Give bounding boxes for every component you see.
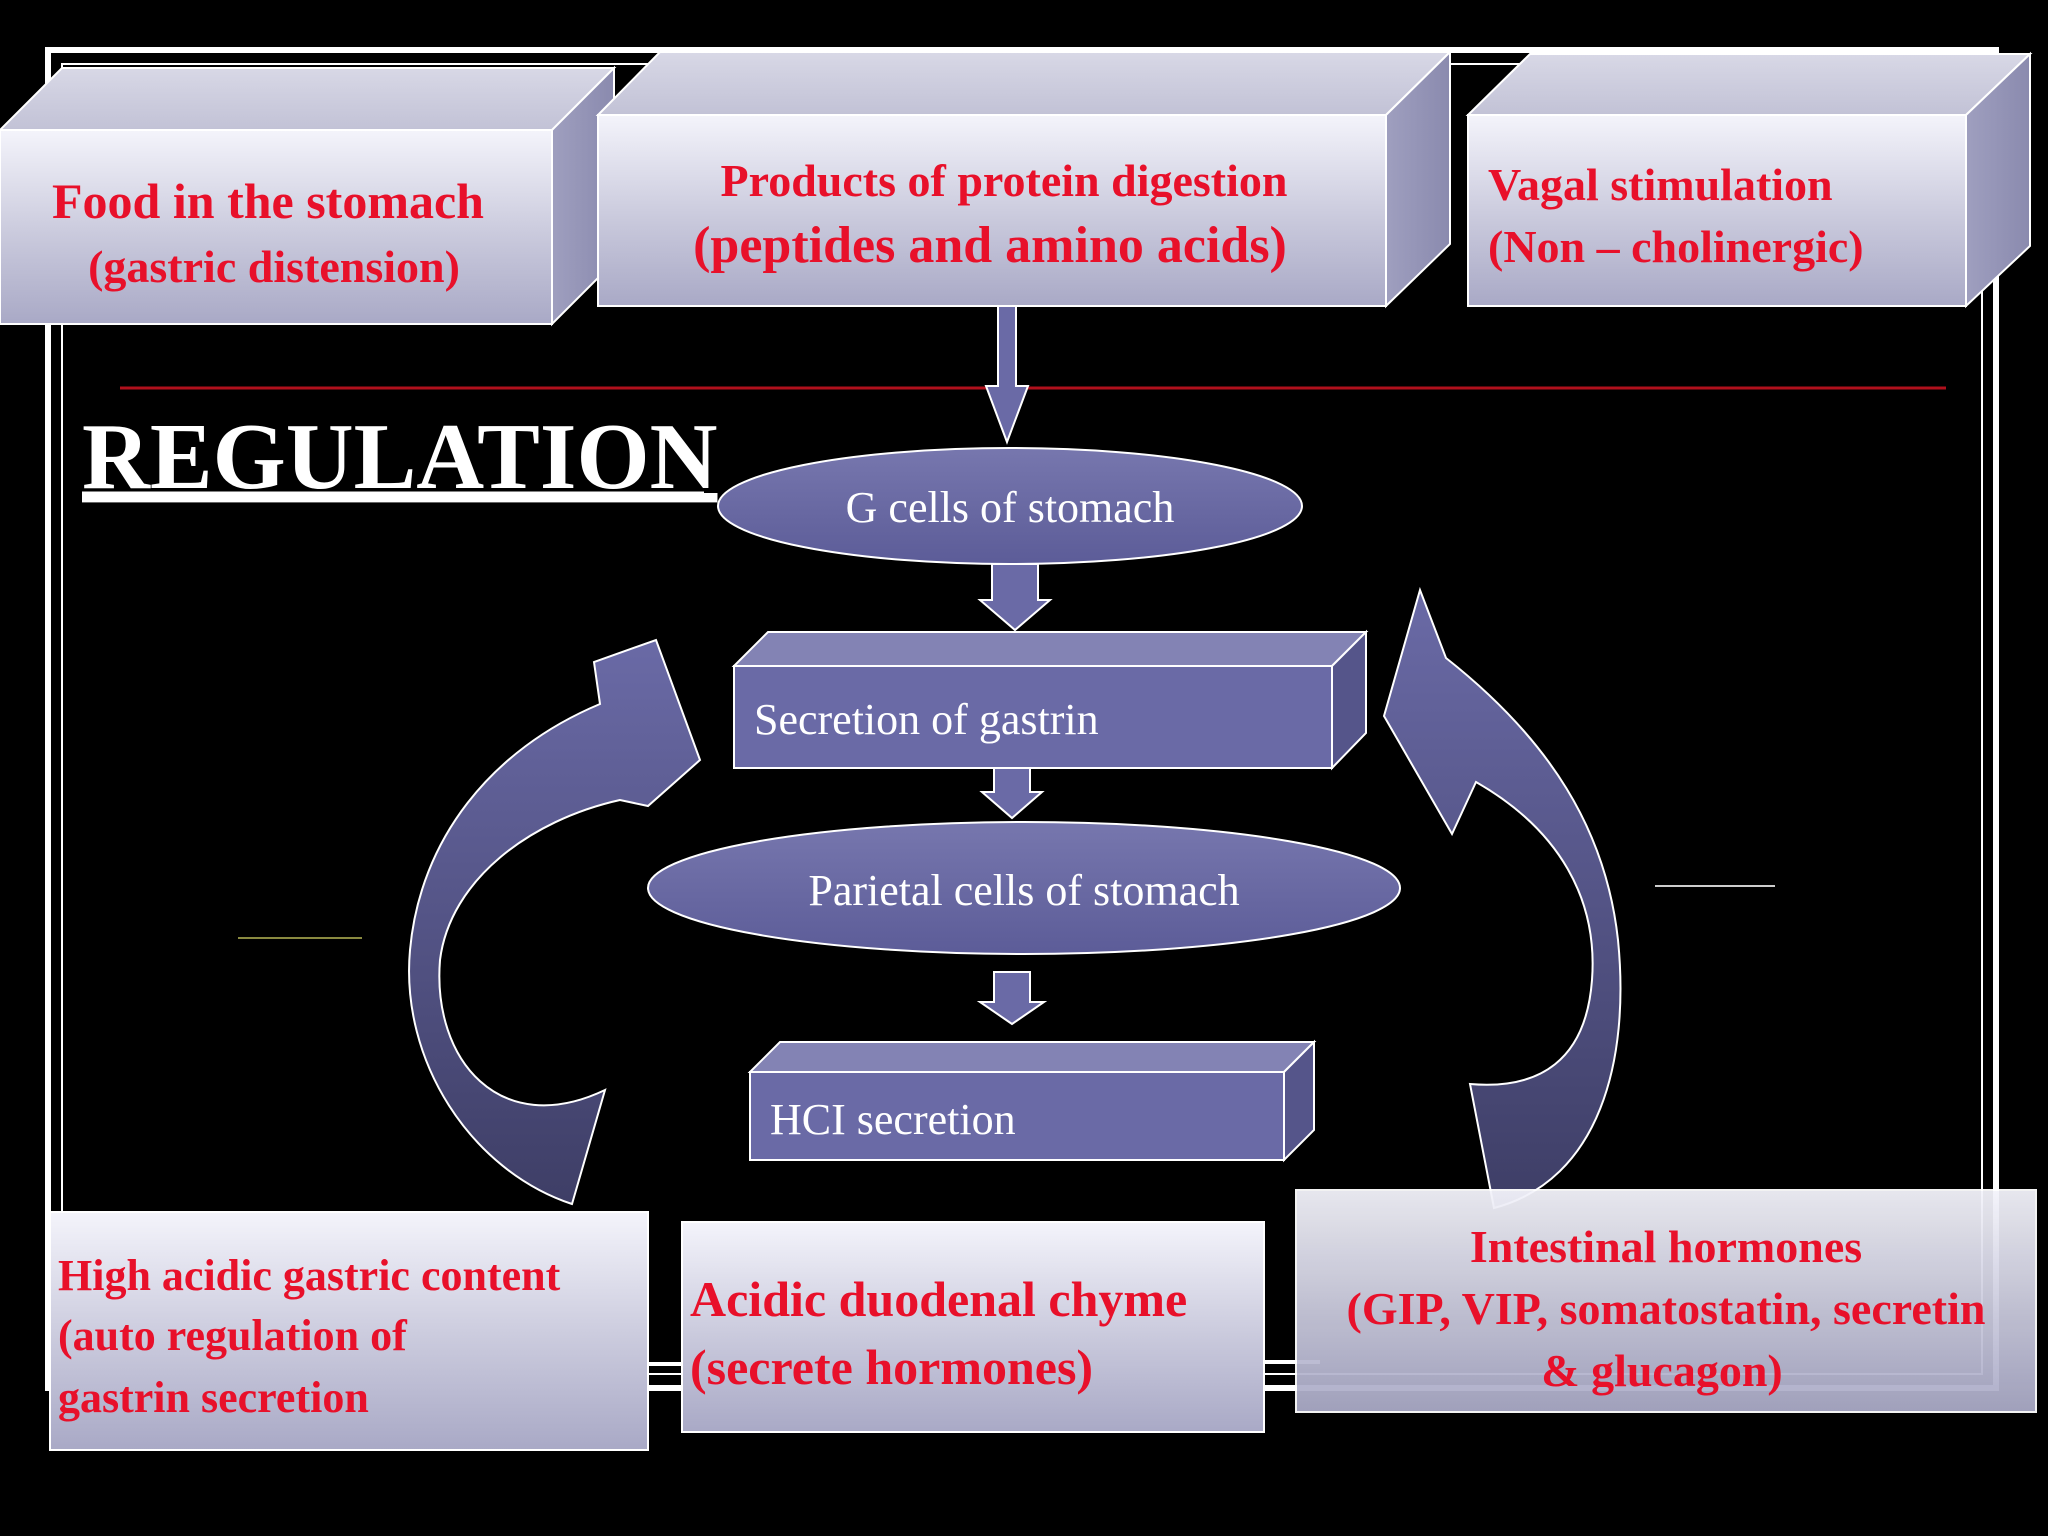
top-box-vagal-line1: Vagal stimulation bbox=[1488, 159, 1833, 210]
bottom-box-acidic-gastric-line1: High acidic gastric content bbox=[58, 1251, 561, 1300]
top-box-protein: Products of protein digestion (peptides … bbox=[595, 49, 1453, 309]
bottom-box-acidic-gastric-line3: gastrin secretion bbox=[58, 1373, 369, 1422]
bottom-box-intestinal-line1: Intestinal hormones bbox=[1470, 1221, 1862, 1272]
top-box-vagal: Vagal stimulation (Non – cholinergic) bbox=[1465, 51, 2033, 309]
g-cells-node: G cells of stomach bbox=[717, 447, 1303, 565]
gastrin-label: Secretion of gastrin bbox=[754, 695, 1099, 744]
bottom-box-duodenal-line1: Acidic duodenal chyme bbox=[690, 1271, 1187, 1327]
bottom-box-intestinal: Intestinal hormones (GIP, VIP, somatosta… bbox=[1295, 1189, 2037, 1413]
arrow-gcells-to-gastrin bbox=[977, 563, 1053, 632]
bottom-box-acidic-gastric: High acidic gastric content (auto regula… bbox=[49, 1211, 649, 1451]
top-box-protein-line1: Products of protein digestion bbox=[721, 155, 1288, 206]
bottom-box-duodenal: Acidic duodenal chyme (secrete hormones) bbox=[681, 1221, 1265, 1433]
top-box-food-line2: (gastric distension) bbox=[88, 241, 460, 292]
bottom-box-intestinal-line3: & glucagon) bbox=[1541, 1345, 1783, 1396]
bottom-box-intestinal-line2: (GIP, VIP, somatostatin, secretin bbox=[1347, 1283, 1986, 1334]
parietal-node: Parietal cells of stomach bbox=[647, 821, 1401, 955]
right-feedback-arrow bbox=[1382, 586, 1622, 1210]
hcl-label: HCI secretion bbox=[770, 1095, 1016, 1144]
top-box-food: Food in the stomach (gastric distension) bbox=[0, 65, 617, 327]
top-box-protein-line2: (peptides and amino acids) bbox=[693, 217, 1287, 274]
bottom-box-duodenal-line2: (secrete hormones) bbox=[690, 1339, 1093, 1395]
top-box-vagal-line2: (Non – cholinergic) bbox=[1488, 221, 1864, 272]
top-box-food-line1: Food in the stomach bbox=[52, 173, 484, 229]
arrow-gastrin-to-parietal bbox=[979, 767, 1045, 820]
parietal-label: Parietal cells of stomach bbox=[808, 866, 1239, 915]
arrow-protein-to-gcells bbox=[984, 305, 1030, 445]
arrow-parietal-to-hcl bbox=[976, 971, 1048, 1026]
gastrin-node: Secretion of gastrin bbox=[731, 629, 1369, 771]
hcl-node: HCI secretion bbox=[747, 1039, 1317, 1163]
left-feedback-arrow bbox=[408, 638, 702, 1206]
bottom-box-acidic-gastric-line2: (auto regulation of bbox=[58, 1311, 408, 1360]
g-cells-label: G cells of stomach bbox=[846, 483, 1175, 532]
